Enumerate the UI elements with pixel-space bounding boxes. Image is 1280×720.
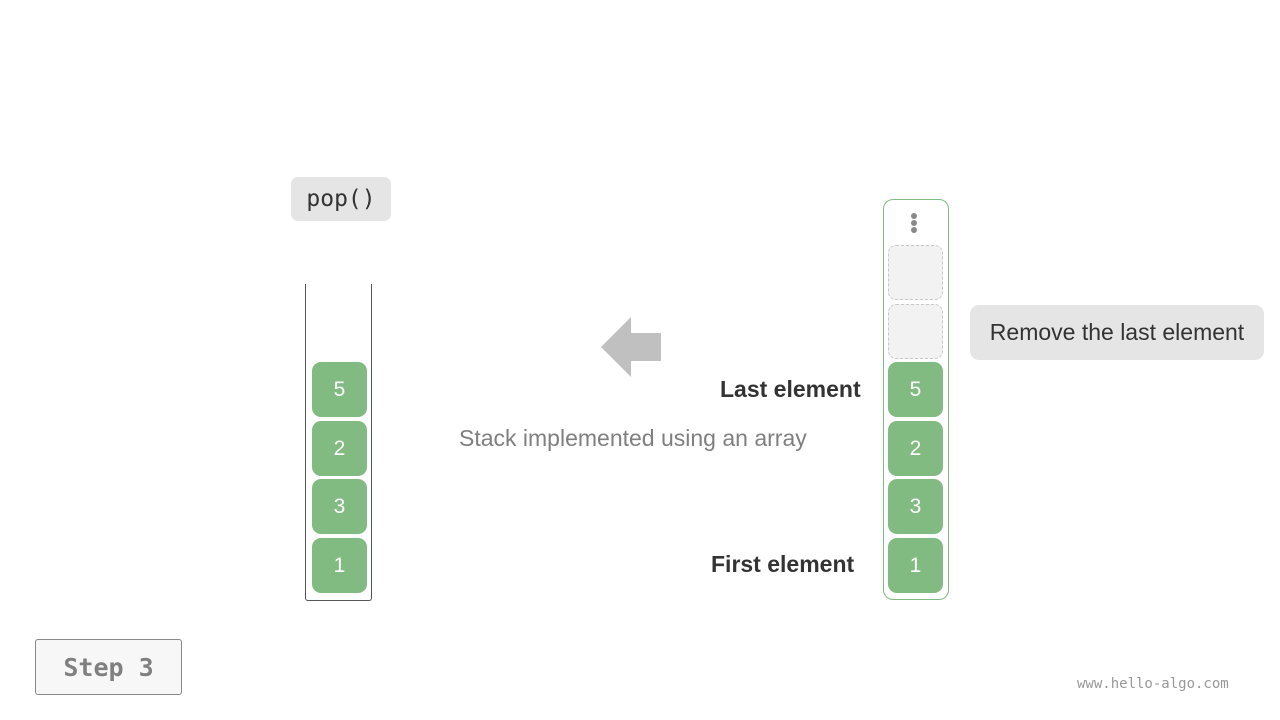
- stack-cell-top: 5: [312, 362, 367, 417]
- array-container: [883, 199, 949, 600]
- arrow-left-icon: [601, 317, 661, 377]
- stack-cell: 2: [312, 421, 367, 476]
- array-stack-caption: Stack implemented using an array: [459, 425, 807, 451]
- stack-cell: 3: [312, 479, 367, 534]
- array-cell: 3: [888, 479, 943, 534]
- watermark: www.hello-algo.com: [1077, 676, 1229, 692]
- remove-note: Remove the last element: [970, 305, 1264, 360]
- stack-cell-bottom: 1: [312, 538, 367, 593]
- first-element-label: First element: [711, 551, 855, 577]
- array-cell: 2: [888, 421, 943, 476]
- stack-container: [305, 284, 372, 601]
- vertical-ellipsis-icon: [911, 213, 917, 233]
- empty-array-slot: [888, 245, 943, 300]
- array-cell-last: 5: [888, 362, 943, 417]
- last-element-label: Last element: [720, 376, 861, 402]
- array-cell-first: 1: [888, 538, 943, 593]
- step-indicator: Step 3: [35, 639, 182, 695]
- operation-label: pop(): [291, 177, 391, 221]
- empty-array-slot: [888, 304, 943, 359]
